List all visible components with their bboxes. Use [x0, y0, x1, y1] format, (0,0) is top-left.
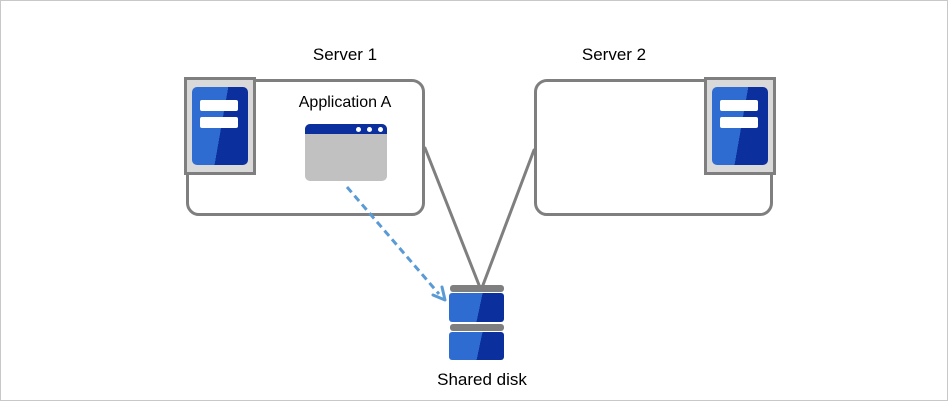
disk-platter-body [449, 332, 504, 360]
server-tower-body [712, 87, 768, 165]
disk-platter-body [449, 293, 504, 322]
server-tower-slot [200, 100, 238, 111]
disk-platter-cap [449, 324, 504, 331]
server-tower-slot [720, 100, 758, 111]
server-tower-body [192, 87, 248, 165]
app-window-icon [305, 124, 387, 181]
window-dot-icon [378, 126, 383, 132]
window-dot-icon [356, 126, 361, 132]
disk-platter-cap [449, 285, 504, 292]
disk-stack-icon [449, 285, 504, 360]
application-label: Application A [298, 94, 392, 111]
window-dot-icon [367, 126, 372, 132]
server2-to-disk-line [481, 148, 536, 287]
app-window-titlebar [305, 124, 387, 134]
server1-label: Server 1 [312, 45, 378, 64]
server-tower-icon [184, 77, 256, 175]
server-tower-slot [720, 117, 758, 128]
server1-to-disk-line [423, 146, 481, 287]
server2-label: Server 2 [581, 45, 647, 64]
shared-disk-label: Shared disk [437, 370, 527, 389]
dashed-arrowhead-icon [431, 285, 447, 302]
server-tower-icon [704, 77, 776, 175]
server-tower-slot [200, 117, 238, 128]
